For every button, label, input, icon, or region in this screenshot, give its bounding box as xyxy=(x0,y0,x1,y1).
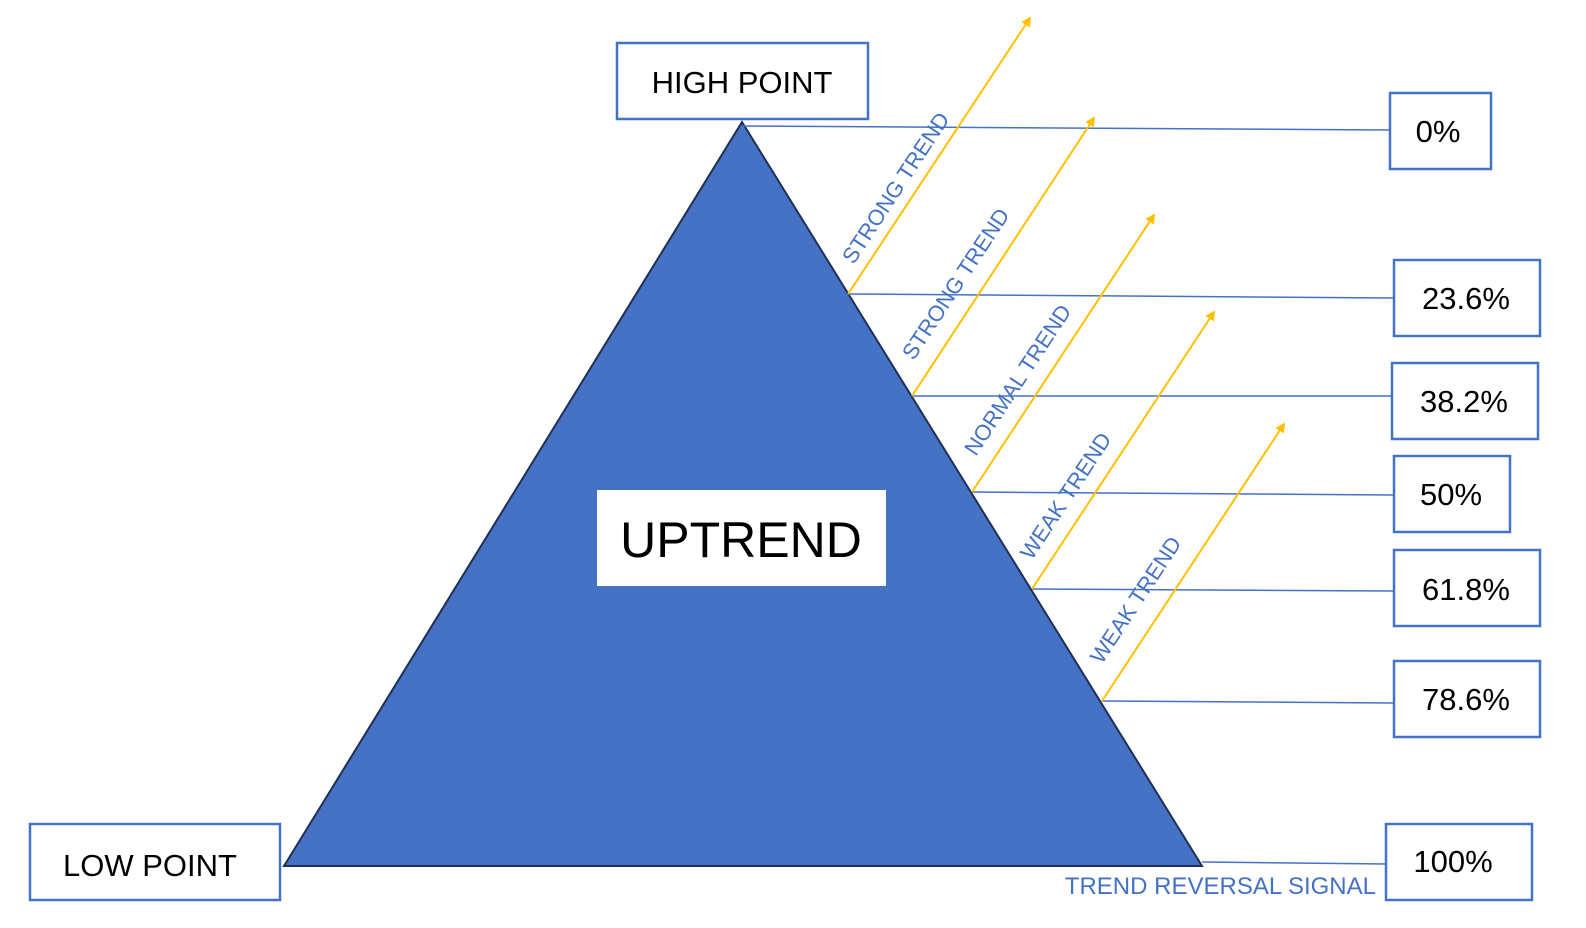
trend-label-weak-1: WEAK TREND xyxy=(1015,428,1116,564)
trend-label-strong-2: STRONG TREND xyxy=(897,204,1015,364)
level-line-61-8 xyxy=(1031,588,1395,592)
level-line-50 xyxy=(971,491,1395,496)
trend-label-normal: NORMAL TREND xyxy=(959,300,1076,460)
level-box-78-6: 78.6% xyxy=(1392,659,1542,739)
trend-reversal-label: TREND REVERSAL SIGNAL xyxy=(1065,873,1376,900)
level-label-0: 0% xyxy=(1416,114,1461,149)
level-line-78-6 xyxy=(1101,700,1395,704)
level-line-100 xyxy=(1201,861,1387,865)
level-label-50: 50% xyxy=(1420,477,1482,512)
arrow-normal-trend xyxy=(971,213,1156,493)
level-label-23-6: 23.6% xyxy=(1422,281,1510,316)
arrow-weak-trend-1 xyxy=(1031,310,1216,590)
level-box-50: 50% xyxy=(1392,454,1512,534)
trend-arrows xyxy=(847,16,1286,702)
level-box-0: 0% xyxy=(1388,91,1493,171)
level-lines xyxy=(741,125,1395,865)
low-point-label: LOW POINT xyxy=(63,848,237,883)
arrow-weak-trend-2 xyxy=(1101,422,1286,702)
level-box-61-8: 61.8% xyxy=(1392,548,1542,628)
arrow-strong-trend-2 xyxy=(911,116,1096,397)
level-box-100: 100% xyxy=(1384,822,1534,902)
low-point-box: LOW POINT xyxy=(28,822,282,902)
uptrend-label: UPTREND xyxy=(620,512,862,568)
level-line-23-6 xyxy=(847,293,1395,299)
level-label-61-8: 61.8% xyxy=(1422,572,1510,607)
level-box-38-2: 38.2% xyxy=(1390,361,1540,441)
trend-label-weak-2: WEAK TREND xyxy=(1085,532,1186,668)
level-box-23-6: 23.6% xyxy=(1392,258,1542,338)
arrow-strong-trend-1 xyxy=(847,16,1032,295)
level-label-78-6: 78.6% xyxy=(1422,682,1510,717)
trend-label-strong-1: STRONG TREND xyxy=(837,108,955,268)
uptrend-label-box: UPTREND xyxy=(597,490,886,586)
high-point-box: HIGH POINT xyxy=(615,41,870,121)
level-line-0 xyxy=(741,125,1391,131)
level-label-100: 100% xyxy=(1413,844,1492,879)
high-point-label: HIGH POINT xyxy=(652,65,833,100)
level-label-38-2: 38.2% xyxy=(1420,384,1508,419)
